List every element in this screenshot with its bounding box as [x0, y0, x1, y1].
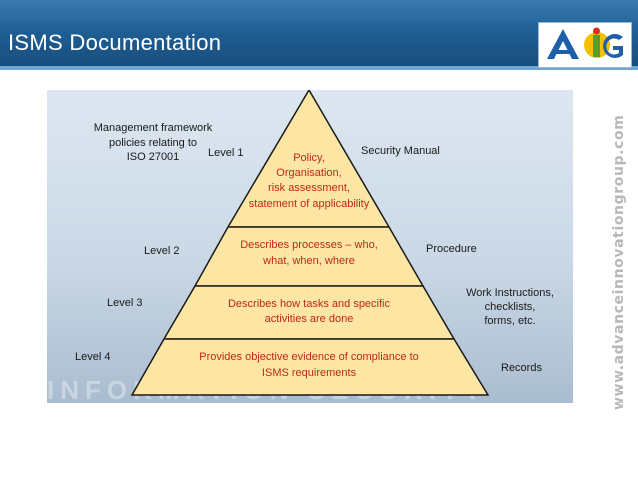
level-2-label: Level 2	[144, 245, 179, 257]
level-3-label: Level 3	[107, 297, 142, 309]
side-url-watermark: www.advanceinnovationgroup.com	[611, 114, 627, 410]
tier-1-line-2: Organisation,	[276, 167, 341, 179]
doc-type-line-3c: forms, etc.	[484, 315, 535, 327]
note-line-2: policies relating to	[109, 137, 197, 149]
tier-4-shape	[130, 338, 490, 396]
doc-type-security-manual: Security Manual	[361, 145, 440, 157]
slide-title: ISMS Documentation	[8, 30, 222, 55]
isms-pyramid-diagram: Management framework policies relating t…	[75, 90, 554, 396]
note-line-3: ISO 27001	[127, 151, 180, 163]
tier-4-line-2: ISMS requirements	[262, 367, 357, 379]
level-1-label: Level 1	[208, 147, 243, 159]
header-bar: ISMS Documentation	[0, 0, 638, 70]
doc-type-line-3b: checklists,	[485, 301, 536, 313]
company-logo	[538, 22, 632, 68]
tier-1-line-3: risk assessment,	[268, 182, 350, 194]
tier-2-line-2: what, when, where	[262, 255, 355, 267]
doc-type-records: Records	[501, 362, 542, 374]
diagram-panel: INFORMATION SECURITY Management framewor…	[47, 90, 573, 403]
doc-type-procedure: Procedure	[426, 243, 477, 255]
tier-1-line-4: statement of applicability	[249, 198, 370, 210]
level-4-label: Level 4	[75, 351, 110, 363]
tier-2-line-1: Describes processes – who,	[240, 239, 378, 251]
tier-4-line-1: Provides objective evidence of complianc…	[199, 351, 419, 363]
tier-3-line-1: Describes how tasks and specific	[228, 298, 391, 310]
tier-1-line-1: Policy,	[293, 152, 325, 164]
header-stripe	[0, 66, 638, 70]
tier-3-line-2: activities are done	[265, 313, 354, 325]
note-line-1: Management framework	[94, 122, 213, 134]
doc-type-line-3a: Work Instructions,	[466, 287, 554, 299]
